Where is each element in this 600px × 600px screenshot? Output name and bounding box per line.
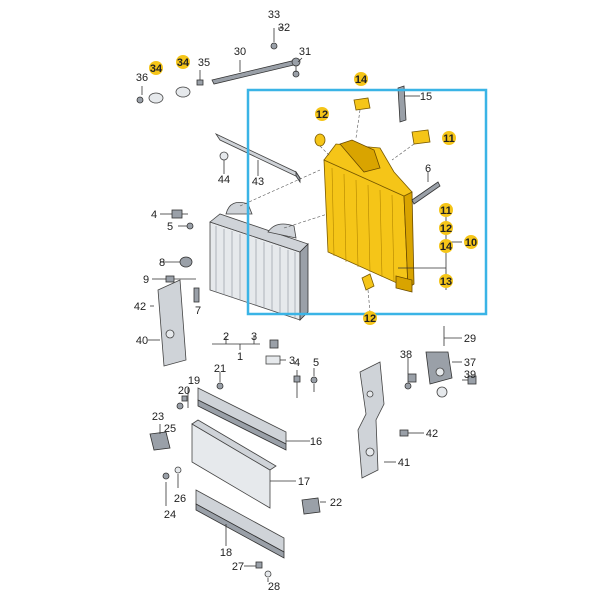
callout-22: 22 [330,497,342,509]
callout-11-top: 11 [443,133,455,145]
left-bushings [136,70,204,104]
callout-31: 31 [299,46,311,58]
callout-35: 35 [198,57,210,69]
callout-12-top: 12 [316,109,328,121]
callout-39: 39 [464,369,476,381]
callout-4-lower: 4 [294,357,300,369]
callout-10: 10 [465,237,477,249]
callout-8: 8 [159,257,165,269]
callout-38: 38 [400,349,412,361]
callout-21: 21 [214,363,226,375]
callout-14-right: 14 [440,241,453,253]
callout-36: 36 [136,72,148,84]
callout-12-right: 12 [440,223,452,235]
seal-strip [214,133,302,184]
callout-14-top: 14 [355,74,368,86]
callout-3-upper: 3 [251,331,257,343]
callout-5: 5 [167,221,173,233]
callout-34-right: 34 [177,57,190,69]
callout-28: 28 [268,581,280,593]
callout-13: 13 [440,276,452,288]
central-fasteners [216,368,318,398]
callout-42-left: 42 [134,301,146,313]
callout-32: 32 [278,22,290,34]
callout-labels: 33 32 30 31 36 34 34 35 14 15 12 11 44 4… [134,9,477,593]
callout-19: 19 [188,375,200,387]
callout-23: 23 [152,411,164,423]
callout-17: 17 [298,476,310,488]
callout-40: 40 [136,335,148,347]
left-fasteners [148,209,200,367]
middle-panel [191,419,296,509]
upper-baffle-panel [197,387,310,451]
callout-11-right: 11 [440,205,452,217]
callout-41: 41 [398,457,410,469]
charge-air-cooler [209,169,341,321]
callout-30: 30 [234,46,246,58]
callout-6: 6 [425,163,431,175]
highlighted-radiator [323,139,415,293]
callout-7: 7 [195,305,201,317]
callout-15: 15 [420,91,432,103]
callout-33: 33 [268,9,280,21]
callout-12-bottom: 12 [364,313,376,325]
callout-16: 16 [310,436,322,448]
callout-29: 29 [464,333,476,345]
callout-37: 37 [464,357,476,369]
grommet-44 [219,151,229,174]
callout-5-lower: 5 [313,357,319,369]
callout-2: 2 [223,331,229,343]
callout-9: 9 [143,274,149,286]
top-rod-assembly [211,27,303,85]
right-bracket-group [404,326,477,398]
callout-26: 26 [174,493,186,505]
callout-1: 1 [237,351,243,363]
lower-baffle-panel [195,489,285,559]
right-large-bracket [357,361,424,479]
callout-43: 43 [252,176,264,188]
callout-3-lower: 3 [289,355,295,367]
callout-27: 27 [232,561,244,573]
callout-34-left: 34 [150,63,163,75]
callout-42-right: 42 [426,428,438,440]
core-lower-parts [212,336,286,365]
callout-25: 25 [164,423,176,435]
callout-24: 24 [164,509,176,521]
callout-20: 20 [178,385,190,397]
callout-18: 18 [220,547,232,559]
callout-44: 44 [218,174,230,186]
callout-4: 4 [151,209,157,221]
lower-left-parts [149,388,326,582]
callout-badges [149,55,478,325]
